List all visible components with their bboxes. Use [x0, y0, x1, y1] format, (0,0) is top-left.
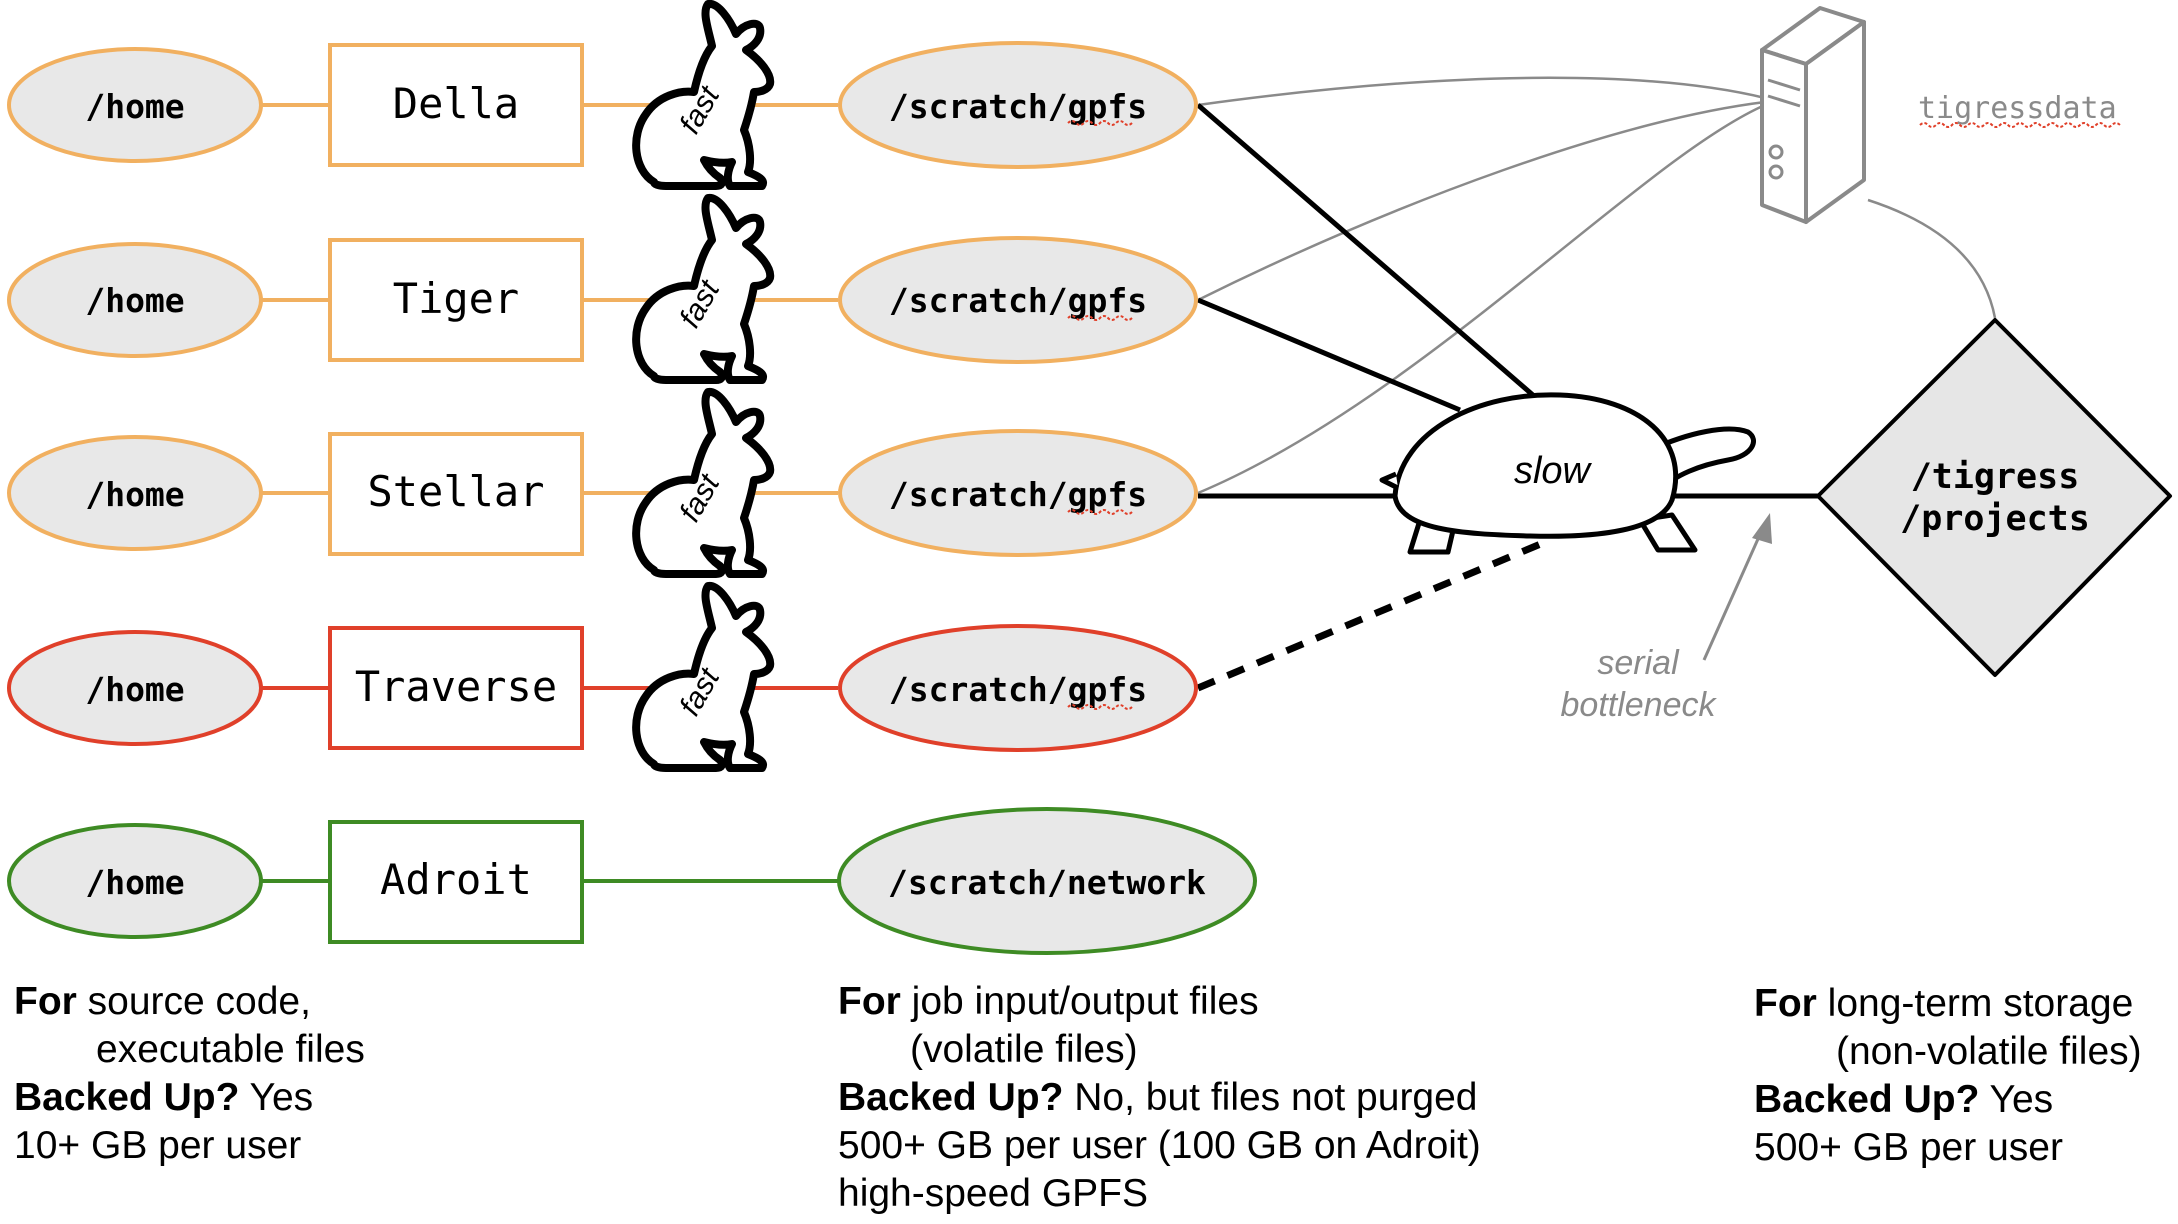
scratch-label: /scratch/gpfs — [889, 475, 1147, 514]
caption-text: job input/output files — [900, 980, 1259, 1023]
cluster-box — [328, 43, 584, 167]
bottleneck-label-line2: bottleneck — [1561, 686, 1718, 724]
caption-text: executable files — [96, 1028, 365, 1071]
cluster-row-adroit: /home Adroit /scratch/network — [7, 807, 1257, 955]
tigress-caption: For long-term storage (non-volatile file… — [1754, 980, 2142, 1172]
cluster-name: Traverse — [355, 662, 557, 711]
cluster-box — [328, 432, 584, 556]
cluster-name: Della — [393, 79, 519, 128]
caption-text: long-term storage — [1816, 982, 2134, 1025]
caption-text: 500+ GB per user — [1754, 1126, 2063, 1169]
server-icon — [1760, 6, 1866, 224]
home-ellipse — [7, 435, 263, 551]
server-label: tigressdata — [1918, 91, 2117, 126]
connection-lines — [262, 76, 1997, 883]
caption-text: Yes — [239, 1076, 314, 1119]
turtle-icon: slow — [1379, 392, 1756, 555]
home-ellipse — [7, 242, 263, 358]
bottleneck-label-line1: serial — [1597, 644, 1680, 682]
caption-text: high-speed GPFS — [838, 1172, 1149, 1215]
caption-backed-up: Backed Up? — [1754, 1078, 1980, 1121]
caption-for: For — [14, 980, 77, 1023]
home-ellipse — [7, 630, 263, 746]
caption-text: 10+ GB per user — [14, 1124, 302, 1167]
caption-text: (non-volatile files) — [1836, 1030, 2142, 1073]
cluster-row-traverse: /home Traverse fast /scratch/gpfs — [7, 586, 1198, 768]
scratch-ellipse — [838, 236, 1198, 364]
caption-for: For — [838, 980, 901, 1023]
cluster-row-tiger: /home Tiger fast /scratch/gpfs — [7, 198, 1198, 380]
home-label: /home — [85, 863, 184, 902]
cluster-box — [328, 238, 584, 362]
home-label: /home — [85, 87, 184, 126]
caption-text: source code, — [76, 980, 311, 1023]
home-ellipse — [7, 823, 263, 939]
scratch-label: /scratch/gpfs — [889, 87, 1147, 126]
scratch-label: /scratch/gpfs — [889, 670, 1147, 709]
home-label: /home — [85, 281, 184, 320]
cluster-row-della: /home Della fast /scratch/gpfs — [7, 4, 1198, 186]
caption-text: No, but files not purged — [1063, 1076, 1478, 1119]
caption-backed-up: Backed Up? — [14, 1076, 240, 1119]
cluster-box — [328, 820, 584, 944]
home-ellipse — [7, 47, 263, 163]
scratch-label: /scratch/network — [888, 863, 1206, 902]
scratch-caption: For job input/output files (volatile fil… — [838, 978, 1481, 1218]
scratch-ellipse — [838, 41, 1198, 169]
home-label: /home — [85, 670, 184, 709]
home-label: /home — [85, 475, 184, 514]
cluster-name: Tiger — [393, 274, 519, 323]
scratch-label: /scratch/gpfs — [889, 281, 1147, 320]
caption-backed-up: Backed Up? — [838, 1076, 1064, 1119]
cluster-name: Stellar — [367, 467, 544, 516]
diamond-label-line2: /projects — [1900, 499, 2090, 539]
cluster-row-stellar: /home Stellar fast /scratch/gpfs — [7, 392, 1198, 574]
caption-text: Yes — [1979, 1078, 2054, 1121]
home-caption: For source code, executable files Backed… — [14, 978, 365, 1170]
cluster-name: Adroit — [380, 855, 532, 904]
tigress-projects-diamond: /tigress /projects — [1816, 318, 2172, 677]
cluster-box — [328, 626, 584, 750]
scratch-ellipse — [837, 807, 1257, 955]
scratch-ellipse — [838, 429, 1198, 557]
caption-text: 500+ GB per user (100 GB on Adroit) — [838, 1124, 1481, 1167]
diamond-label-line1: /tigress — [1911, 457, 2080, 497]
scratch-ellipse — [838, 624, 1198, 752]
caption-text: (volatile files) — [910, 1028, 1138, 1071]
caption-for: For — [1754, 982, 1817, 1025]
turtle-label: slow — [1514, 450, 1593, 492]
